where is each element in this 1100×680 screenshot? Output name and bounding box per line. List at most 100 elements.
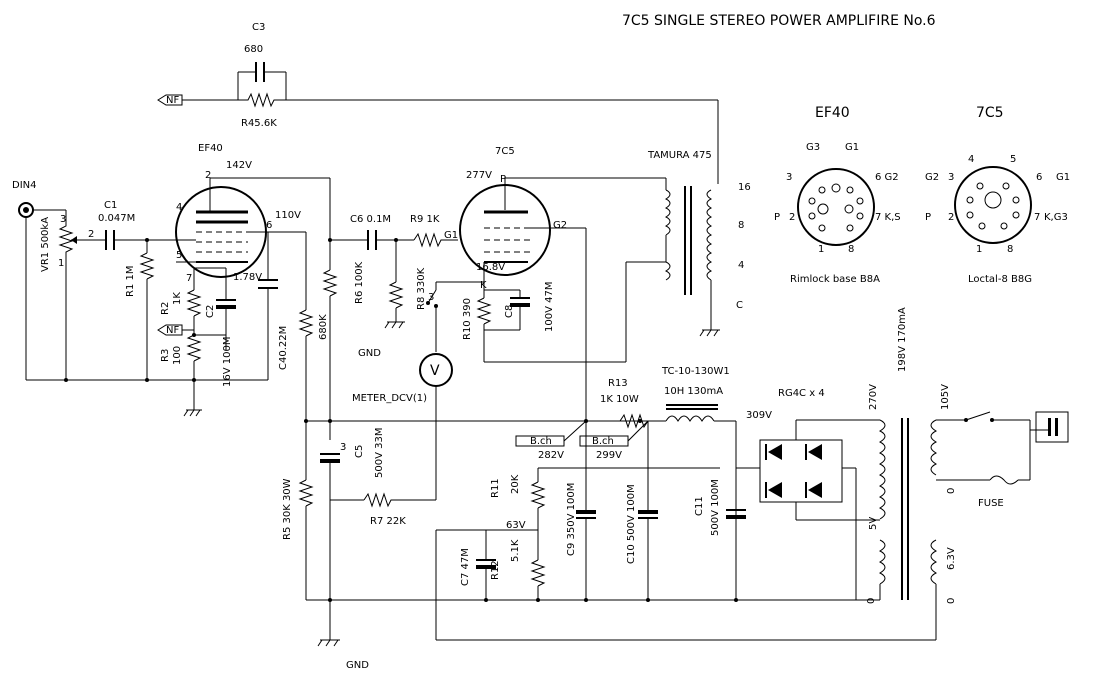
r13-value: 1K 10W (600, 394, 639, 405)
ef40-pin2: 2 (205, 170, 211, 181)
7c5-base-3: 3 (948, 172, 954, 183)
7c5-base-kg3: K,G3 (1044, 212, 1068, 223)
7c5-tube: P 7C5 277V G2 16.8V K (459, 146, 666, 421)
c11-value: 500V 100M (710, 479, 721, 536)
7c5-label: 7C5 (495, 146, 515, 157)
g2-label: G2 (553, 220, 567, 231)
nf-feedback-network: NF C3 680 R45.6K (157, 22, 719, 184)
r12-value: 5.1K (510, 539, 521, 562)
ef40-pin6: 6 (266, 220, 272, 231)
zero-label-c: 0 (866, 598, 877, 604)
c3-value: 680 (244, 44, 263, 55)
meter-symbol: V (430, 363, 440, 379)
ef40-base-diagram: EF40 G3 G1 3 6 G2 P 2 7 K,S 1 8 Rimlock … (774, 105, 901, 285)
v309-label: 309V (746, 410, 772, 421)
7c5-base-1: 1 (976, 244, 982, 255)
c6-label: C6 0.1M (350, 214, 391, 225)
7c5-pin-k: K (480, 280, 487, 291)
r13-label: R13 (608, 378, 628, 389)
ef40-base-title: EF40 (815, 105, 850, 121)
7c5-base-diagram: 7C5 4 5 G2 3 6 G1 P 2 7 K,G3 1 8 Loctal-… (925, 105, 1070, 285)
c7-label: C7 47M (460, 548, 471, 586)
r2-value: 1K (172, 292, 183, 305)
7c5-base-g2: G2 (925, 172, 939, 183)
ef40-base-g1: G1 (845, 142, 859, 153)
ot-tap-4: 4 (738, 260, 744, 271)
r2-label: R2 (160, 302, 171, 315)
v142-label: 142V (226, 160, 252, 171)
r3-label: R3 (160, 349, 171, 362)
ef40-pin7: 7 (186, 273, 192, 284)
r12-label: R12 (490, 560, 501, 580)
v178-label: 1.78V (233, 272, 262, 283)
c4-label: C40.22M (278, 326, 289, 370)
v5-label: 5V (868, 517, 879, 530)
c5-value: 500V 33M (374, 428, 385, 478)
ef40-base-8: 8 (848, 244, 854, 255)
v198-label: 198V 170mA (897, 307, 908, 372)
ef40-base-p: P (774, 212, 780, 223)
7c5-base-6: 6 (1036, 172, 1042, 183)
v63b-label: 6.3V (946, 547, 957, 570)
ot-tap-c: C (736, 300, 743, 311)
r3-value: 100 (172, 346, 183, 365)
meter-plus: 3 (428, 292, 434, 303)
input-section: DIN4 VR1 500kA 3 2 1 C1 0.047M R1 1M (12, 180, 268, 382)
r7-label: R7 22K (370, 516, 406, 527)
tamura-label: TAMURA 475 (647, 150, 712, 161)
c9-label: C9 350V 100M (566, 483, 577, 556)
zero-label-b: 0 (946, 598, 957, 604)
fuse-label: FUSE (978, 498, 1004, 509)
choke-label: TC-10-130W1 (661, 366, 730, 377)
c5-label: C5 (354, 445, 365, 458)
r11-value: 20K (510, 474, 521, 494)
rectifier-label: RG4C x 4 (778, 388, 825, 399)
bch-label-2: B.ch (592, 436, 614, 447)
v168-label: 16.8V (476, 262, 505, 273)
c10-label: C10 500V 100M (626, 484, 637, 564)
choke-value: 10H 130mA (664, 386, 723, 397)
c1-value: 0.047M (98, 213, 135, 224)
vr1-pin1: 1 (58, 258, 64, 269)
r8-label: R8 330K (416, 267, 427, 310)
ef40-label: EF40 (198, 143, 223, 154)
7c5-base-g1: G1 (1056, 172, 1070, 183)
nf-label-bottom: NF (166, 325, 179, 336)
ef40-base-ks: 7 K,S (875, 212, 901, 223)
7c5-base-7: 7 (1034, 212, 1040, 223)
7c5-pin-p: P (500, 174, 506, 185)
v105-label: 105V (940, 384, 951, 410)
r9-label: R9 1K (410, 214, 440, 225)
r11-label: R11 (490, 478, 501, 498)
ef40-cathode-network: R2 1K C2 NF R3 100 16V 100M C40.22M (157, 232, 289, 417)
v63-label: 63V (506, 520, 526, 531)
ef40-base-g3: G3 (806, 142, 820, 153)
loctal-label: Loctal-8 B8G (968, 274, 1032, 285)
zero-label-a: 0 (946, 488, 957, 494)
vr1-pin2: 2 (88, 229, 94, 240)
diagram-title: 7C5 SINGLE STEREO POWER AMPLIFIRE No.6 (622, 13, 936, 29)
rimlock-label: Rimlock base B8A (790, 274, 880, 285)
c8-value: 100V 47M (544, 282, 555, 332)
v270-label: 270V (868, 384, 879, 410)
gnd-label-1: GND (358, 348, 381, 359)
7c5-base-title: 7C5 (976, 105, 1004, 121)
v277-label: 277V (466, 170, 492, 181)
cathode-meter-network: 3 V METER_DCV(1) R10 390 C8 100V 47M (352, 261, 666, 500)
ef40-pin4: 4 (176, 202, 182, 213)
vr1-label: VR1 500kA (40, 217, 51, 272)
c1-label: C1 (104, 200, 117, 211)
7c5-base-4: 4 (968, 154, 974, 165)
r5-label: R5 30K 30W (282, 478, 293, 540)
g1-label: G1 (444, 230, 458, 241)
ef40-base-2: 2 (789, 212, 795, 223)
c11-label: C11 (694, 496, 705, 516)
r10-label: R10 390 (462, 298, 473, 340)
r1-label: R1 1M (125, 266, 136, 297)
v299-label: 299V (596, 450, 622, 461)
r680-label: 680K (318, 314, 329, 340)
din4-label: DIN4 (12, 180, 37, 191)
c3-label: C3 (252, 22, 265, 33)
meter-label: METER_DCV(1) (352, 393, 427, 404)
